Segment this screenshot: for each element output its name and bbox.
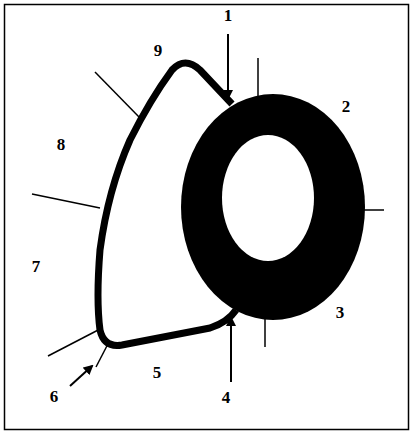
segment-number: 2 [342, 98, 351, 115]
segment-number: 6 [50, 388, 59, 405]
segment-number: 4 [222, 389, 231, 406]
segment-divider [95, 72, 140, 118]
segment-number: 1 [224, 7, 233, 24]
segment-number: 9 [154, 42, 163, 59]
frame-border [5, 5, 409, 430]
segment-divider [257, 58, 259, 100]
segment-divider [48, 328, 102, 356]
insertion-arrow [230, 318, 232, 382]
segment-number: 8 [57, 136, 66, 153]
segment-number: 5 [153, 364, 162, 381]
segment-number: 7 [32, 258, 41, 275]
segment-number: 3 [336, 304, 345, 321]
insertion-arrow [227, 34, 229, 98]
segment-divider [32, 194, 100, 208]
left-ventricle-cavity [222, 135, 314, 261]
left-ventricle-wall [181, 94, 365, 320]
insertion-arrow [70, 366, 92, 386]
